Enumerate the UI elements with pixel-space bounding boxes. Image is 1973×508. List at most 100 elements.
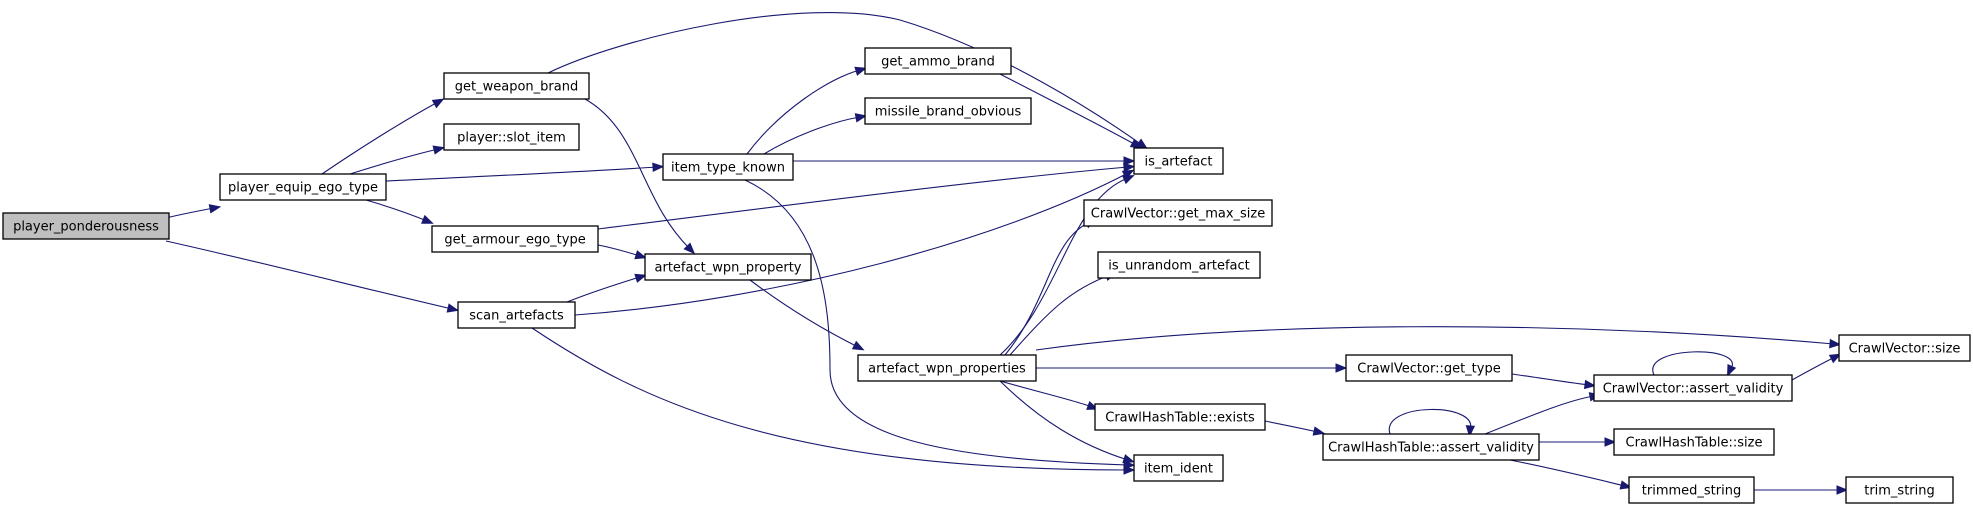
node-crawlhashtable-exists[interactable]: CrawlHashTable::exists xyxy=(1094,403,1266,431)
node-box[interactable] xyxy=(219,173,387,201)
node-box[interactable] xyxy=(1094,403,1266,431)
node-item-ident[interactable]: item_ident xyxy=(1133,454,1224,482)
node-label: artefact_wpn_properties xyxy=(868,362,1026,377)
node-box[interactable] xyxy=(1613,428,1775,456)
edge-arrowhead xyxy=(208,204,222,214)
edge-get_weapon_brand-to-artefact_wpn_property xyxy=(584,98,696,255)
edge-arrowhead xyxy=(1121,175,1135,185)
edge-arrowhead xyxy=(432,145,446,155)
node-box[interactable] xyxy=(1845,476,1954,504)
node-box[interactable] xyxy=(1133,454,1224,482)
node-label: player_equip_ego_type xyxy=(228,181,378,196)
node-player-ponderousness[interactable]: player_ponderousness xyxy=(2,212,170,240)
node-scan-artefacts[interactable]: scan_artefacts xyxy=(457,301,576,329)
node-crawlvector-assert-validity[interactable]: CrawlVector::assert_validity xyxy=(1593,374,1793,402)
edge-arrowhead xyxy=(1836,485,1849,495)
node-get-armour-ego-type[interactable]: get_armour_ego_type xyxy=(431,225,599,253)
edge-arrowhead xyxy=(1619,480,1633,490)
edge-line xyxy=(1264,420,1319,433)
node-label: get_armour_ego_type xyxy=(444,233,585,248)
node-box[interactable] xyxy=(443,123,580,151)
node-box[interactable] xyxy=(1838,334,1971,362)
edge-line xyxy=(999,177,1129,356)
edge-line xyxy=(574,172,1129,316)
node-crawlvector-size[interactable]: CrawlVector::size xyxy=(1838,334,1971,362)
edge-artefact_wpn_properties-to-is_artefact xyxy=(999,175,1135,356)
edge-line xyxy=(531,327,1129,471)
edge-player_equip_ego_type-to-get_weapon_brand xyxy=(321,98,445,175)
edge-arrowhead xyxy=(1122,454,1135,464)
edge-arrowhead xyxy=(1828,353,1842,364)
edge-scan_artefacts-to-artefact_wpn_property xyxy=(566,273,648,303)
edge-arrowhead xyxy=(634,273,648,283)
node-box[interactable] xyxy=(1097,251,1261,279)
edge-line xyxy=(1791,356,1836,381)
node-missile-brand-obvious[interactable]: missile_brand_obvious xyxy=(864,97,1032,125)
node-label: item_type_known xyxy=(671,161,785,176)
node-label: trimmed_string xyxy=(1642,484,1741,499)
node-player-slot-item[interactable]: player::slot_item xyxy=(443,123,580,151)
node-get-weapon-brand[interactable]: get_weapon_brand xyxy=(443,72,590,100)
node-trimmed-string[interactable]: trimmed_string xyxy=(1628,476,1755,504)
edge-trimmed_string-to-trim_string xyxy=(1754,485,1849,495)
edge-line xyxy=(349,148,439,175)
edge-arrowhead xyxy=(683,242,696,255)
node-box[interactable] xyxy=(864,97,1032,125)
node-box[interactable] xyxy=(1133,147,1224,175)
node-artefact-wpn-properties[interactable]: artefact_wpn_properties xyxy=(857,354,1037,382)
node-player-equip-ego-type[interactable]: player_equip_ego_type xyxy=(219,173,387,201)
edge-scan_artefacts-to-is_artefact xyxy=(574,169,1135,316)
node-box[interactable] xyxy=(1593,374,1793,402)
edge-line xyxy=(763,116,861,155)
call-graph-nodes: player_ponderousness player_equip_ego_typ… xyxy=(2,47,1971,504)
edge-arrowhead xyxy=(634,250,648,260)
node-box[interactable] xyxy=(864,47,1012,75)
edge-arrowhead xyxy=(1123,162,1136,173)
node-box[interactable] xyxy=(2,212,170,240)
node-label: player_ponderousness xyxy=(13,220,159,235)
node-box[interactable] xyxy=(857,354,1037,382)
edge-arrowhead xyxy=(854,66,868,76)
edge-item_type_known-to-get_ammo_brand xyxy=(746,66,868,155)
node-box[interactable] xyxy=(443,72,590,100)
edge-artefact_wpn_property-to-artefact_wpn_properties xyxy=(749,279,865,351)
node-is-unrandom-artefact[interactable]: is_unrandom_artefact xyxy=(1097,251,1261,279)
node-item-type-known[interactable]: item_type_known xyxy=(662,153,794,181)
node-label: CrawlVector::get_type xyxy=(1357,362,1500,377)
node-label: scan_artefacts xyxy=(469,309,564,324)
node-crawlvector-get-type[interactable]: CrawlVector::get_type xyxy=(1345,354,1513,382)
node-trim-string[interactable]: trim_string xyxy=(1845,476,1954,504)
node-crawlhashtable-size[interactable]: CrawlHashTable::size xyxy=(1613,428,1775,456)
node-box[interactable] xyxy=(1322,433,1540,461)
edge-crawlvector_get_type-to-crawlvector_assert_validity xyxy=(1511,373,1597,390)
edge-artefact_wpn_properties-to-crawlvector_get_type xyxy=(1036,363,1348,373)
node-label: get_ammo_brand xyxy=(881,55,995,70)
node-box[interactable] xyxy=(431,225,599,253)
node-get-ammo-brand[interactable]: get_ammo_brand xyxy=(864,47,1012,75)
edge-item_type_known-to-is_artefact xyxy=(793,156,1136,166)
node-label: player::slot_item xyxy=(457,131,566,146)
edge-scan_artefacts-to-item_ident xyxy=(531,327,1136,475)
edge-line xyxy=(1652,351,1733,376)
edge-line xyxy=(999,73,1137,146)
edge-arrowhead xyxy=(1335,363,1348,373)
node-label: CrawlHashTable::size xyxy=(1626,436,1763,451)
node-box[interactable] xyxy=(457,301,576,329)
edge-arrowhead xyxy=(652,162,665,173)
node-box[interactable] xyxy=(1345,354,1513,382)
node-artefact-wpn-property[interactable]: artefact_wpn_property xyxy=(644,253,812,281)
node-box[interactable] xyxy=(662,153,794,181)
node-crawlhashtable-assert-validity[interactable]: CrawlHashTable::assert_validity xyxy=(1322,433,1540,461)
node-box[interactable] xyxy=(1628,476,1755,504)
node-box[interactable] xyxy=(644,253,812,281)
edge-artefact_wpn_properties-to-item_ident xyxy=(999,380,1135,464)
node-crawlvector-get-max-size[interactable]: CrawlVector::get_max_size xyxy=(1083,199,1273,227)
edge-line xyxy=(1004,221,1091,356)
node-box[interactable] xyxy=(1083,199,1273,227)
node-label: trim_string xyxy=(1864,484,1935,499)
edge-line xyxy=(1511,373,1590,386)
edge-player_equip_ego_type-to-get_armour_ego_type xyxy=(365,199,434,224)
node-is-artefact[interactable]: is_artefact xyxy=(1133,147,1224,175)
edge-line xyxy=(165,240,453,310)
edge-line xyxy=(385,166,658,182)
